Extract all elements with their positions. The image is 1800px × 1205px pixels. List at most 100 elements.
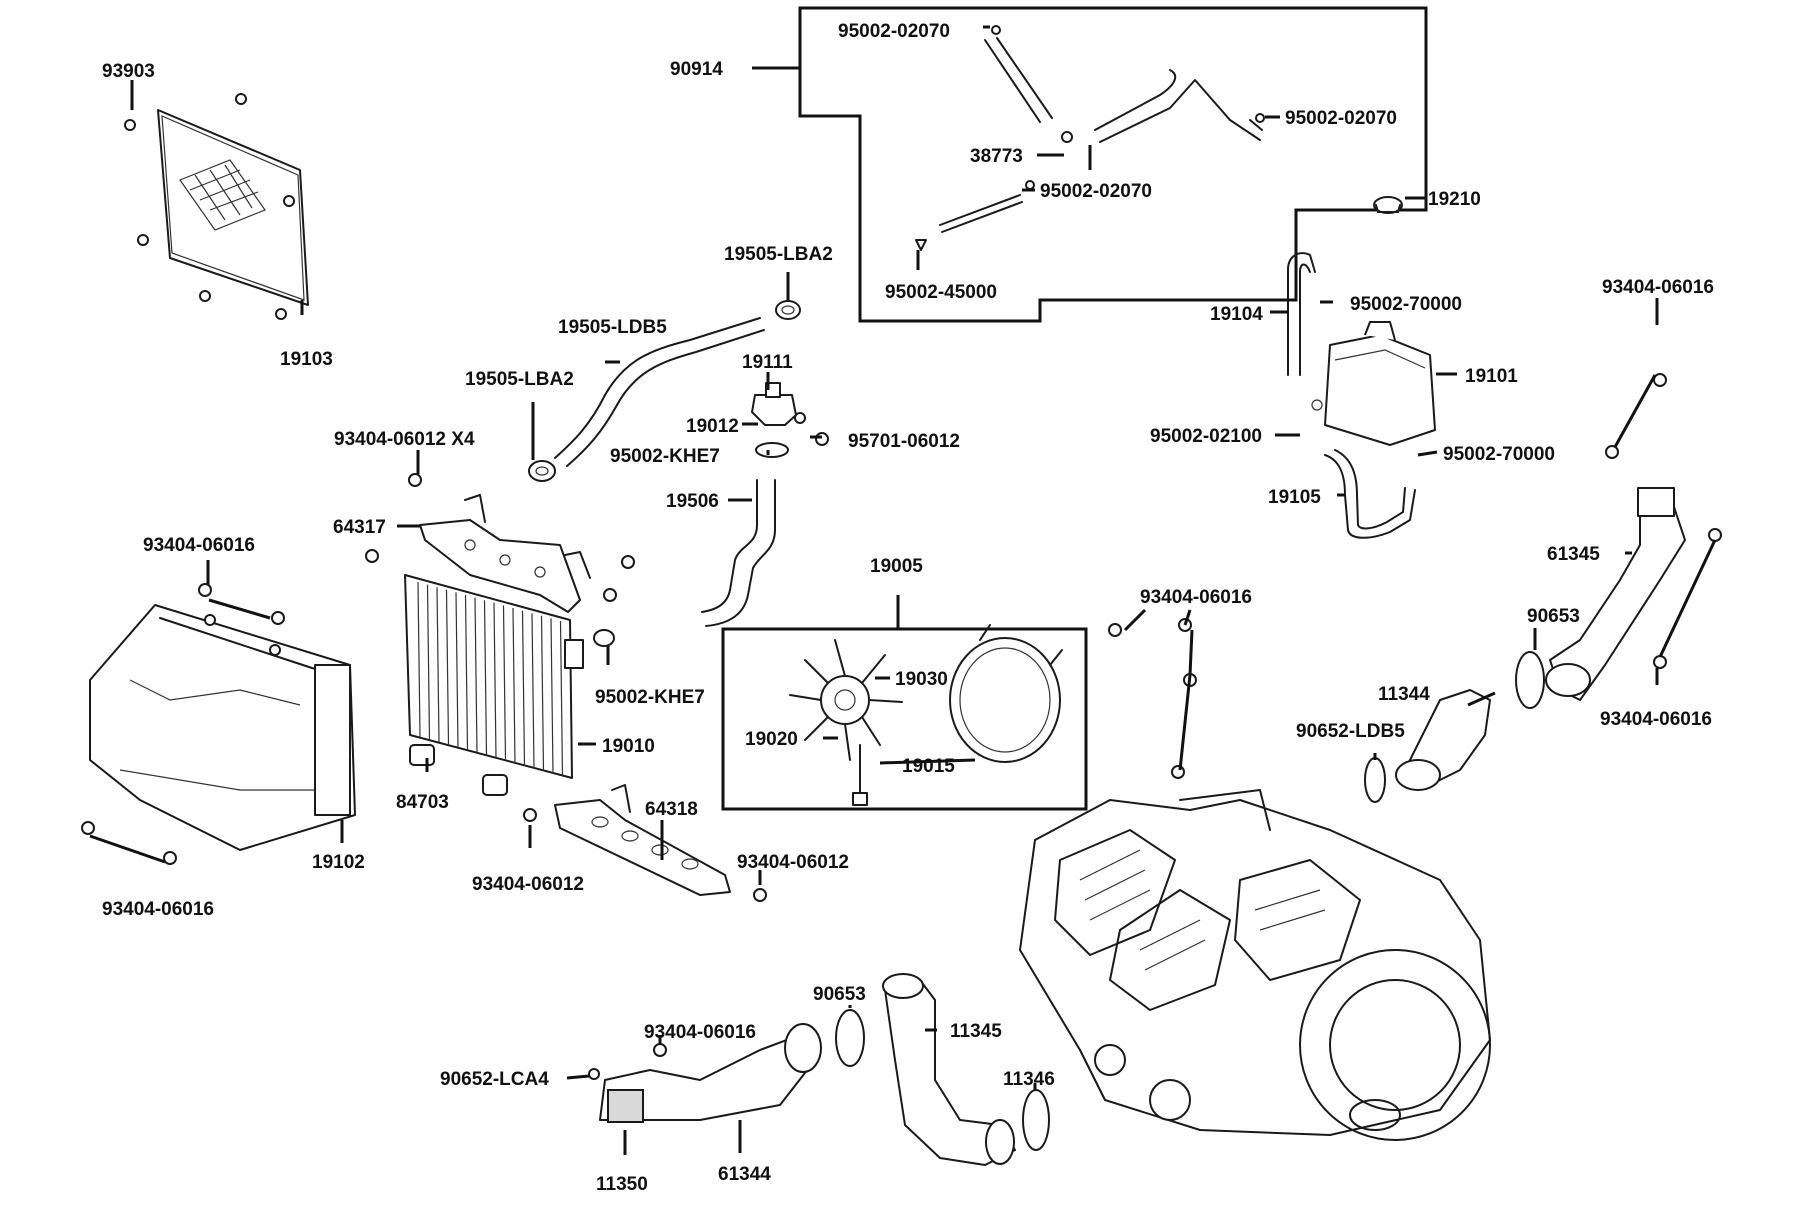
- radiator-fin: [436, 587, 440, 743]
- radiator-fin: [426, 584, 431, 740]
- label-19012: 19012: [686, 416, 739, 437]
- label-64317: 64317: [333, 517, 386, 538]
- label-93404-06016-b: 93404-06016: [644, 1022, 756, 1043]
- label-11346: 11346: [1003, 1069, 1055, 1090]
- hose-19105: [1324, 454, 1416, 539]
- cooling-fan-19020: [789, 639, 903, 806]
- radiator-fin: [455, 592, 459, 748]
- engine-assembly: [1019, 789, 1491, 1141]
- radiator-fin: [559, 620, 564, 777]
- label-19506: 19506: [666, 491, 719, 512]
- coolant-reservoir-19101: [1311, 321, 1436, 446]
- label-93404-06016-tr: 93404-06016: [1602, 277, 1714, 298]
- label-19105: 19105: [1268, 487, 1321, 508]
- label-19505-LBA2-a: 19505-LBA2: [724, 244, 833, 265]
- label-95002-KHE7-b: 95002-KHE7: [595, 687, 705, 708]
- bracket-64317: [419, 494, 591, 613]
- radiator-fin: [474, 597, 478, 753]
- label-19210: 19210: [1428, 189, 1481, 210]
- callout-labels: 93903 19103 90914 95002-02070 95002-0207…: [102, 21, 1714, 1195]
- clamp-90653-bottom: [835, 1009, 865, 1067]
- label-93903: 93903: [102, 61, 155, 82]
- label-19101: 19101: [1465, 366, 1518, 387]
- bracket-64318: [554, 784, 731, 896]
- label-95002-45000: 95002-45000: [885, 282, 997, 303]
- label-38773: 38773: [970, 146, 1023, 167]
- label-95002-02070-c: 95002-02070: [1040, 181, 1152, 202]
- hose-19104: [1287, 252, 1316, 376]
- label-19104: 19104: [1210, 304, 1263, 325]
- label-19111: 19111: [742, 352, 793, 373]
- label-11344: 11344: [1378, 684, 1430, 705]
- label-93404-06016-r2: 93404-06016: [1600, 709, 1712, 730]
- label-11345: 11345: [950, 1021, 1002, 1042]
- label-93404-06016-bl: 93404-06016: [102, 899, 214, 920]
- label-90914: 90914: [670, 59, 723, 80]
- label-93404-06012-b: 93404-06012: [737, 852, 849, 873]
- label-93404-06012-x4: 93404-06012 X4: [334, 429, 475, 450]
- radiator-fin: [521, 610, 526, 766]
- radiator-fin: [483, 600, 488, 756]
- bolt-93404-06012-top: [408, 473, 422, 487]
- hose-clamp-19505-LBA2-lower: [528, 460, 556, 482]
- label-95002-70000-b: 95002-70000: [1443, 444, 1555, 465]
- label-19030: 19030: [895, 669, 948, 690]
- label-95002-02070-b: 95002-02070: [1285, 108, 1397, 129]
- radiator-19010: [404, 574, 615, 779]
- hose-clamp-95002-KHE7-top: [755, 442, 789, 458]
- radiator-fin: [493, 602, 497, 758]
- air-duct-61345: [1545, 487, 1686, 701]
- label-19505-LBA2-b: 19505-LBA2: [465, 369, 574, 390]
- duct-11345: [882, 973, 1016, 1166]
- radiator-grille-19103: [124, 93, 309, 320]
- radiator-fin: [464, 594, 469, 751]
- fan-assembly-box: [721, 627, 1088, 811]
- radiator-fin: [512, 607, 516, 764]
- label-64318: 64318: [645, 799, 698, 820]
- leader-lines: [89, 25, 1717, 1155]
- label-95701-06012: 95701-06012: [848, 431, 960, 452]
- radiator-fin: [502, 605, 507, 761]
- label-84703: 84703: [396, 792, 449, 813]
- hose-kit-box: [798, 6, 1428, 323]
- radiator-fin: [531, 613, 535, 769]
- label-61345: 61345: [1547, 544, 1600, 565]
- hose-kit-90914-contents: [915, 25, 1265, 251]
- label-93404-06016-m: 93404-06016: [1140, 587, 1252, 608]
- label-19005: 19005: [870, 556, 923, 577]
- label-90652-LCA4: 90652-LCA4: [440, 1069, 549, 1090]
- intake-boot-11344: [1395, 689, 1491, 791]
- label-19020: 19020: [745, 729, 798, 750]
- radiator-fin: [540, 615, 545, 771]
- radiator-fin: [417, 581, 421, 738]
- radiator-fin: [550, 618, 554, 774]
- label-90653-b: 90653: [813, 984, 866, 1005]
- label-11350: 11350: [596, 1174, 648, 1195]
- label-61344: 61344: [718, 1164, 771, 1185]
- clamp-11346: [1022, 1089, 1050, 1151]
- bolts-93404-06016-mid: [1108, 618, 1197, 779]
- radiator-fin: [445, 589, 450, 745]
- hose-clamp-19505-LBA2-upper: [775, 300, 801, 320]
- label-93404-06016-l: 93404-06016: [143, 535, 255, 556]
- fan-shroud-19102: [89, 604, 356, 851]
- label-90652-LDB5: 90652-LDB5: [1296, 721, 1405, 742]
- hose-19506: [701, 479, 758, 613]
- fan-ring-19015: [949, 624, 1063, 763]
- upper-hose-19505-LDB5: [554, 317, 761, 459]
- label-19102: 19102: [312, 852, 365, 873]
- label-90653-r: 90653: [1527, 606, 1580, 627]
- label-95002-KHE7-a: 95002-KHE7: [610, 446, 720, 467]
- clamp-90653-right: [1515, 651, 1545, 709]
- label-95002-02070-a: 95002-02070: [838, 21, 950, 42]
- bolt-95701-06012: [815, 432, 829, 446]
- label-19103: 19103: [280, 349, 333, 370]
- label-95002-02100: 95002-02100: [1150, 426, 1262, 447]
- label-19015: 19015: [902, 756, 955, 777]
- label-19505-LDB5: 19505-LDB5: [558, 317, 667, 338]
- label-19010: 19010: [602, 736, 655, 757]
- label-95002-70000-a: 95002-70000: [1350, 294, 1462, 315]
- label-93404-06012-a: 93404-06012: [472, 874, 584, 895]
